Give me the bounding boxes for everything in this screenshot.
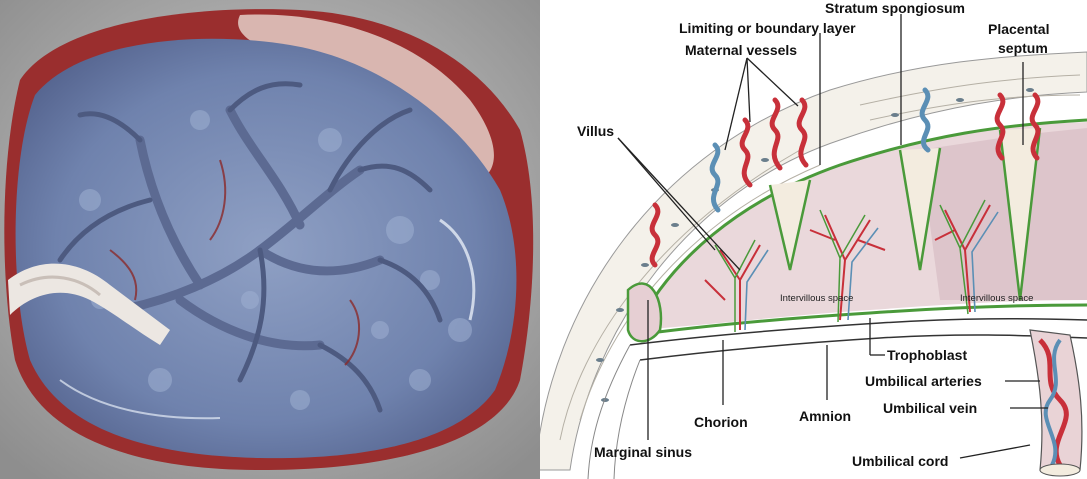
label-chorion: Chorion <box>694 414 748 430</box>
marginal-sinus-structure <box>628 284 661 342</box>
label-trophoblast: Trophoblast <box>887 347 967 363</box>
amnion-layer <box>640 335 1087 360</box>
placenta-diagram: Stratum spongiosum Limiting or boundary … <box>540 0 1087 479</box>
label-stratum-spongiosum: Stratum spongiosum <box>825 0 965 16</box>
label-placental-septum-line2: septum <box>998 40 1048 56</box>
label-intervillous-space-left: Intervillous space <box>780 293 853 304</box>
label-umbilical-vein: Umbilical vein <box>883 400 977 416</box>
placenta-cross-section-diagram: Stratum spongiosum Limiting or boundary … <box>540 0 1087 479</box>
placenta-photo-icon <box>0 0 540 479</box>
cord-cut-end <box>1040 464 1080 476</box>
label-amnion: Amnion <box>799 408 851 424</box>
label-villus: Villus <box>577 123 614 139</box>
label-maternal-vessels: Maternal vessels <box>685 42 797 58</box>
label-limiting-layer: Limiting or boundary layer <box>679 20 856 36</box>
label-umbilical-arteries: Umbilical arteries <box>865 373 982 389</box>
placenta-photo <box>0 0 540 479</box>
label-marginal-sinus: Marginal sinus <box>594 444 692 460</box>
label-placental-septum-line1: Placental <box>988 21 1049 37</box>
label-umbilical-cord: Umbilical cord <box>852 453 948 469</box>
label-intervillous-space-right: Intervillous space <box>960 293 1033 304</box>
